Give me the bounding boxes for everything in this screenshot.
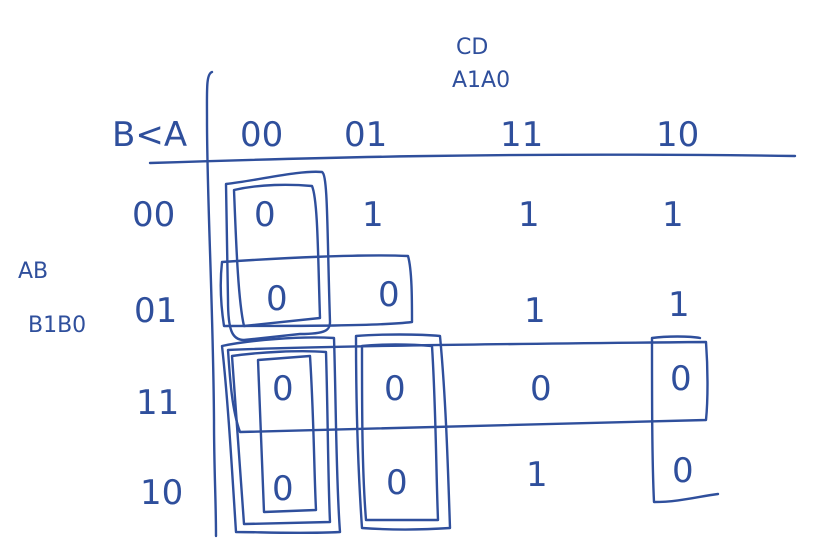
column-header-11: 11 <box>500 115 543 155</box>
column-variable-sub-label: A1A0 <box>452 68 510 93</box>
cell-values: 0 1 1 1 0 0 1 1 0 0 0 0 0 0 1 0 <box>254 195 694 509</box>
group-loops <box>219 170 720 535</box>
cell-r1-c3: 1 <box>668 285 690 325</box>
group-loop-row01-left <box>219 254 414 328</box>
group-loop-col10-bottom <box>650 335 720 504</box>
cell-r2-c0: 0 <box>272 369 294 409</box>
vertical-axis-line <box>205 70 218 538</box>
corner-label: B<A <box>112 115 187 155</box>
column-header-00: 00 <box>240 115 283 155</box>
column-header-10: 10 <box>656 115 699 155</box>
cell-r0-c1: 1 <box>362 195 384 235</box>
column-header-01: 01 <box>344 115 387 155</box>
row-variable-sub-label: B1B0 <box>28 313 86 338</box>
group-loop-col00-bottom-mid <box>230 350 332 526</box>
cell-r3-c2: 1 <box>526 455 548 495</box>
cell-r1-c2: 1 <box>524 291 546 331</box>
row-header-01: 01 <box>134 291 177 331</box>
group-loop-col00-bottom-inner <box>256 354 318 514</box>
cell-r3-c0: 0 <box>272 469 294 509</box>
cell-r3-c1: 0 <box>386 463 408 503</box>
cell-r0-c0: 0 <box>254 195 276 235</box>
cell-r2-c2: 0 <box>530 369 552 409</box>
row-header-11: 11 <box>136 383 179 423</box>
cell-r3-c3: 0 <box>672 451 694 491</box>
row-header-10: 10 <box>140 473 183 513</box>
group-loop-col01-bottom-outer <box>354 333 452 531</box>
group-loop-col00-bottom-outer <box>220 336 342 535</box>
row-header-00: 00 <box>132 195 175 235</box>
cell-r1-c0: 0 <box>266 279 288 319</box>
cell-r0-c2: 1 <box>518 195 540 235</box>
group-loop-col00-top-outer <box>224 170 332 342</box>
cell-r2-c3: 0 <box>670 359 692 399</box>
cell-r0-c3: 1 <box>662 195 684 235</box>
horizontal-axis-line <box>148 153 797 165</box>
cell-r1-c1: 0 <box>378 275 400 315</box>
row-variable-label: AB <box>18 259 48 284</box>
column-variable-label: CD <box>456 35 488 60</box>
group-loop-row11-full <box>226 340 709 434</box>
group-loop-col00-top-inner <box>232 183 322 328</box>
cell-r2-c1: 0 <box>384 369 406 409</box>
